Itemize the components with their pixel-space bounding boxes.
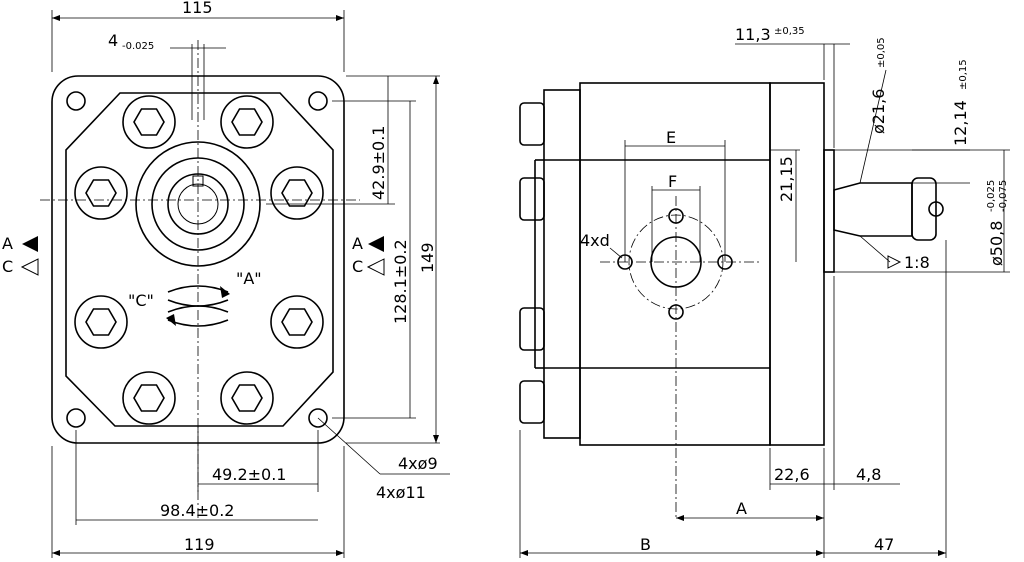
dim-taper: 1:8 bbox=[904, 253, 930, 272]
dim-shaft-offset: 4 bbox=[108, 31, 118, 50]
dim-shaft-offset-tol: -0.025 bbox=[122, 41, 154, 52]
dim-overall-height: 149 bbox=[418, 242, 437, 273]
dim-pilot-dia-tol-upper: -0,025 bbox=[986, 180, 997, 212]
dim-key-height-tol: ±0,15 bbox=[958, 59, 969, 90]
svg-text:C: C bbox=[352, 257, 363, 276]
shaft-nut bbox=[911, 177, 937, 241]
dim-pilot-length: 4,8 bbox=[856, 465, 881, 484]
dim-shaft-dia-tol: ±0,05 bbox=[876, 37, 887, 68]
dim-port-holes: 4xd bbox=[580, 231, 610, 250]
dim-port-e: E bbox=[666, 128, 676, 147]
rear-bolts bbox=[519, 102, 545, 424]
dim-flange-offset-tol: ±0,35 bbox=[774, 26, 805, 37]
dim-hole-small: 4xø9 bbox=[398, 454, 438, 473]
front-view: "C" "A" 115 4 -0.025 42.9±0.1 128.1±0.2 … bbox=[2, 0, 450, 558]
rotation-arrows bbox=[166, 285, 230, 327]
rotation-label-a: "A" bbox=[236, 269, 262, 288]
dim-port-f: F bbox=[668, 172, 677, 191]
dim-bolt-spacing-small: 49.2±0.1 bbox=[212, 465, 286, 484]
port-pattern bbox=[600, 196, 760, 520]
svg-text:A: A bbox=[2, 234, 13, 253]
dim-shaft-length: 47 bbox=[874, 535, 894, 554]
body-outline bbox=[65, 92, 334, 427]
hub bbox=[135, 141, 261, 267]
svg-text:C: C bbox=[2, 257, 13, 276]
port-marker-right: A C bbox=[352, 234, 385, 276]
svg-text:A: A bbox=[352, 234, 363, 253]
mounting-holes bbox=[66, 91, 328, 428]
mounting-flange bbox=[769, 82, 825, 446]
dim-flange-width: 22,6 bbox=[774, 465, 810, 484]
dim-pilot-height: 21,15 bbox=[777, 156, 796, 202]
dim-bolt-spacing-large: 98.4±0.2 bbox=[160, 501, 234, 520]
dim-pilot-dia: ø50,8 bbox=[987, 221, 1006, 266]
dim-top-width: 115 bbox=[182, 0, 213, 17]
pilot bbox=[823, 149, 835, 273]
dim-shaft-dia: ø21,6 bbox=[869, 89, 888, 134]
dim-flange-offset: 11,3 bbox=[735, 25, 771, 44]
dim-bolt-spacing-vertical: 128.1±0.2 bbox=[391, 239, 410, 324]
dim-hole-large: 4xø11 bbox=[376, 483, 426, 502]
dim-b: B bbox=[640, 535, 651, 554]
tapered-shaft bbox=[833, 182, 913, 237]
dim-a: A bbox=[736, 499, 747, 518]
rotation-label-c: "C" bbox=[128, 291, 154, 310]
port-marker-left: A C bbox=[2, 234, 39, 276]
bolt-heads bbox=[74, 95, 324, 425]
dim-center-height: 42.9±0.1 bbox=[369, 126, 388, 200]
dim-pilot-dia-tol-lower: -0,075 bbox=[998, 180, 1009, 212]
dim-key-height: 12,14 bbox=[951, 100, 970, 146]
rear-cover bbox=[543, 89, 581, 439]
dim-bottom-width: 119 bbox=[184, 535, 215, 554]
side-view: E F 4xd 21,15 11,3 ±0,35 ø21,6 ±0,05 12,… bbox=[519, 25, 1010, 558]
